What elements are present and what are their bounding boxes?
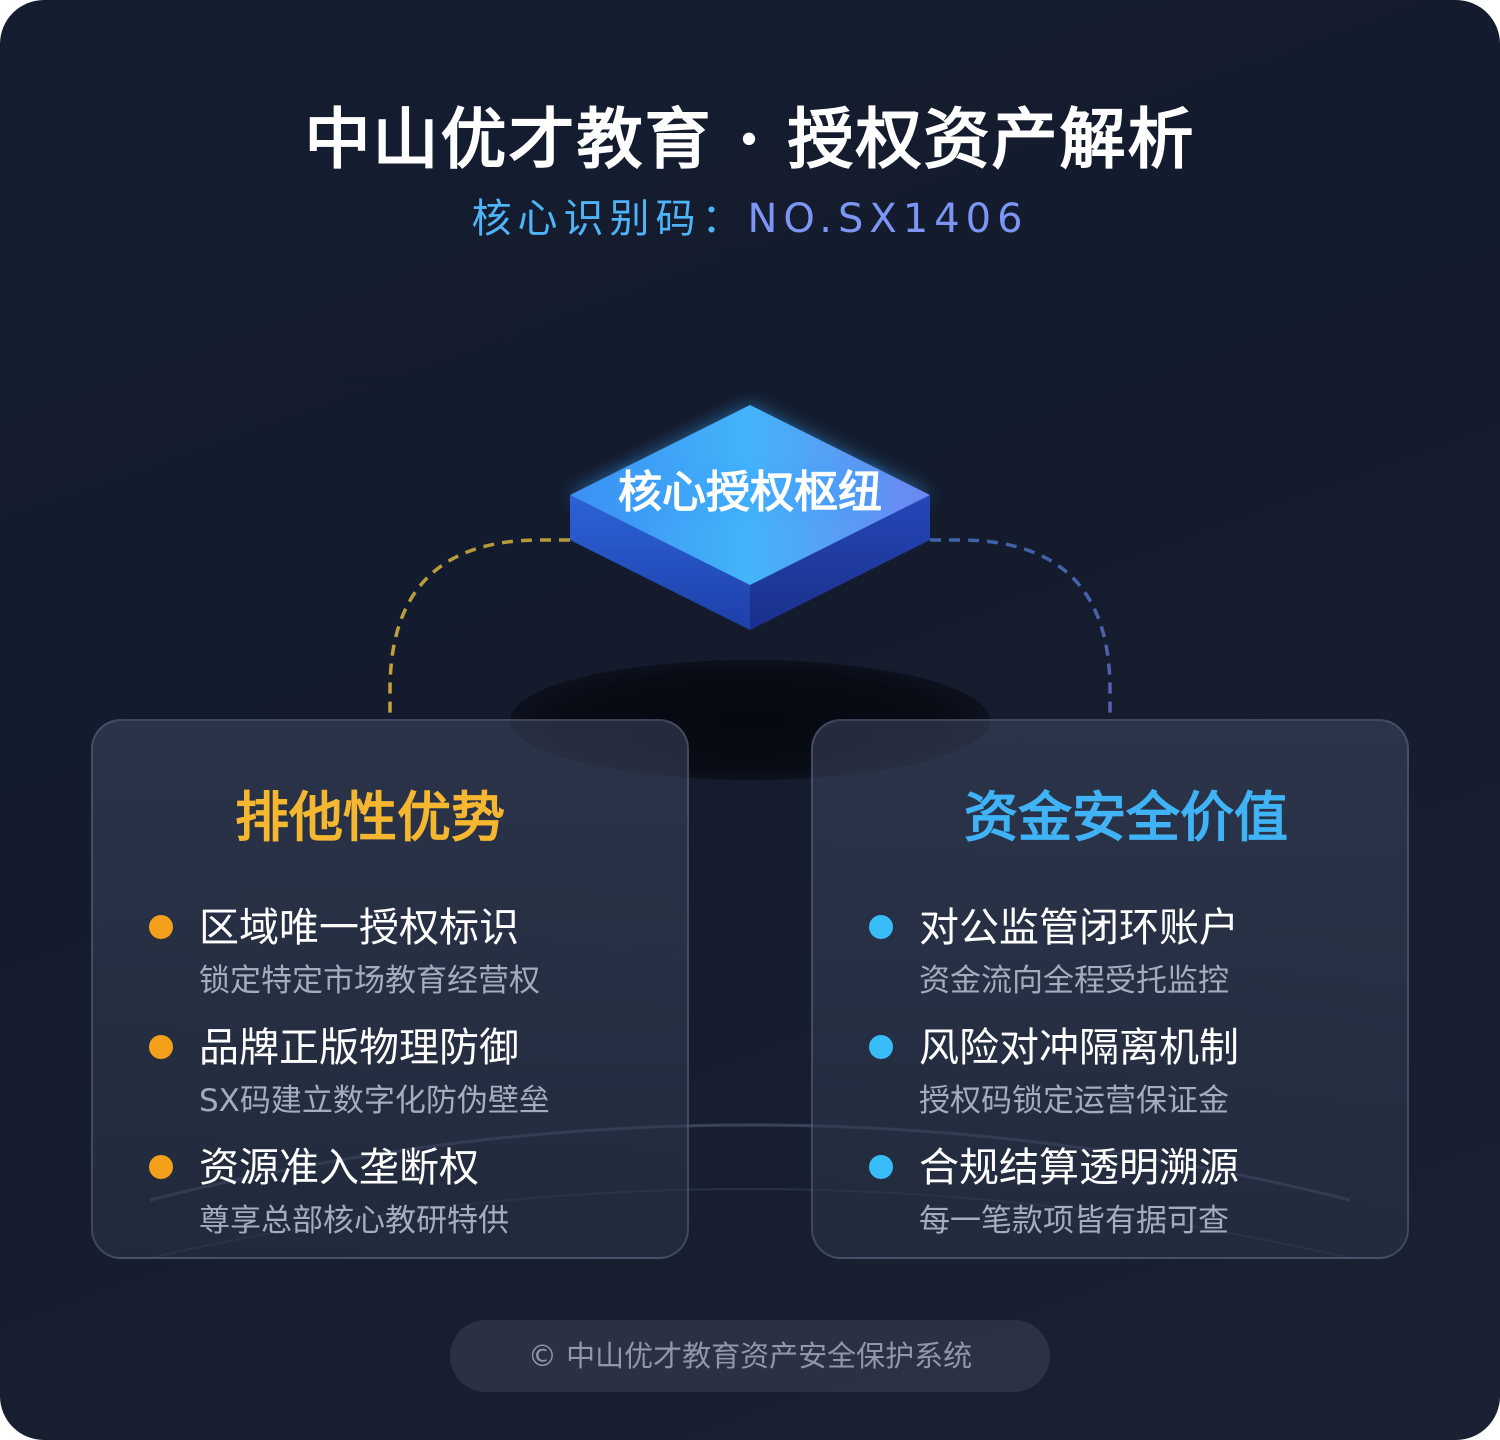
identification-code-value: NO.SX1406 (747, 196, 1029, 242)
item-desc: 授权码锁定运营保证金 (919, 1083, 1229, 1119)
item-desc: 每一笔款项皆有据可查 (919, 1203, 1229, 1239)
item-title: 对公监管闭环账户 (919, 905, 1239, 951)
hub-right-face (750, 495, 930, 630)
hub-block-icon (570, 405, 930, 630)
item-desc: 锁定特定市场教育经营权 (199, 963, 540, 999)
exclusivity-card: 排他性优势 区域唯一授权标识 锁定特定市场教育经营权 品牌正版物理防御 SX码建… (91, 719, 689, 1259)
hub-top-face (570, 405, 930, 585)
item-desc: SX码建立数字化防伪壁垒 (199, 1083, 550, 1119)
hub-left-face (570, 495, 750, 630)
bullet-dot-icon (869, 1155, 893, 1179)
connector-right (930, 538, 1112, 720)
item-desc: 资金流向全程受托监控 (919, 963, 1229, 999)
exclusivity-card-title: 排他性优势 (235, 785, 505, 849)
bullet-dot-icon (149, 915, 173, 939)
bullet-dot-icon (149, 1035, 173, 1059)
item-title: 品牌正版物理防御 (199, 1025, 519, 1071)
bullet-dot-icon (869, 1035, 893, 1059)
identification-code: 核心识别码：NO.SX1406 (0, 186, 1500, 244)
identification-code-label: 核心识别码： (471, 196, 748, 242)
item-title: 资源准入垄断权 (199, 1145, 479, 1191)
item-title: 合规结算透明溯源 (919, 1145, 1239, 1191)
fund-security-card-title: 资金安全价值 (964, 785, 1288, 849)
item-title: 风险对冲隔离机制 (919, 1025, 1239, 1071)
page-title: 中山优才教育 · 授权资产解析 (304, 100, 1196, 178)
footer-copyright: © 中山优才教育资产安全保护系统 (450, 1320, 1050, 1392)
bullet-dot-icon (869, 915, 893, 939)
bullet-dot-icon (149, 1155, 173, 1179)
item-title: 区域唯一授权标识 (199, 905, 519, 951)
connector-left (388, 538, 570, 720)
fund-security-card: 资金安全价值 对公监管闭环账户 资金流向全程受托监控 风险对冲隔离机制 授权码锁… (811, 719, 1409, 1259)
hub-label: 核心授权枢纽 (618, 467, 882, 518)
item-desc: 尊享总部核心教研特供 (199, 1203, 509, 1239)
